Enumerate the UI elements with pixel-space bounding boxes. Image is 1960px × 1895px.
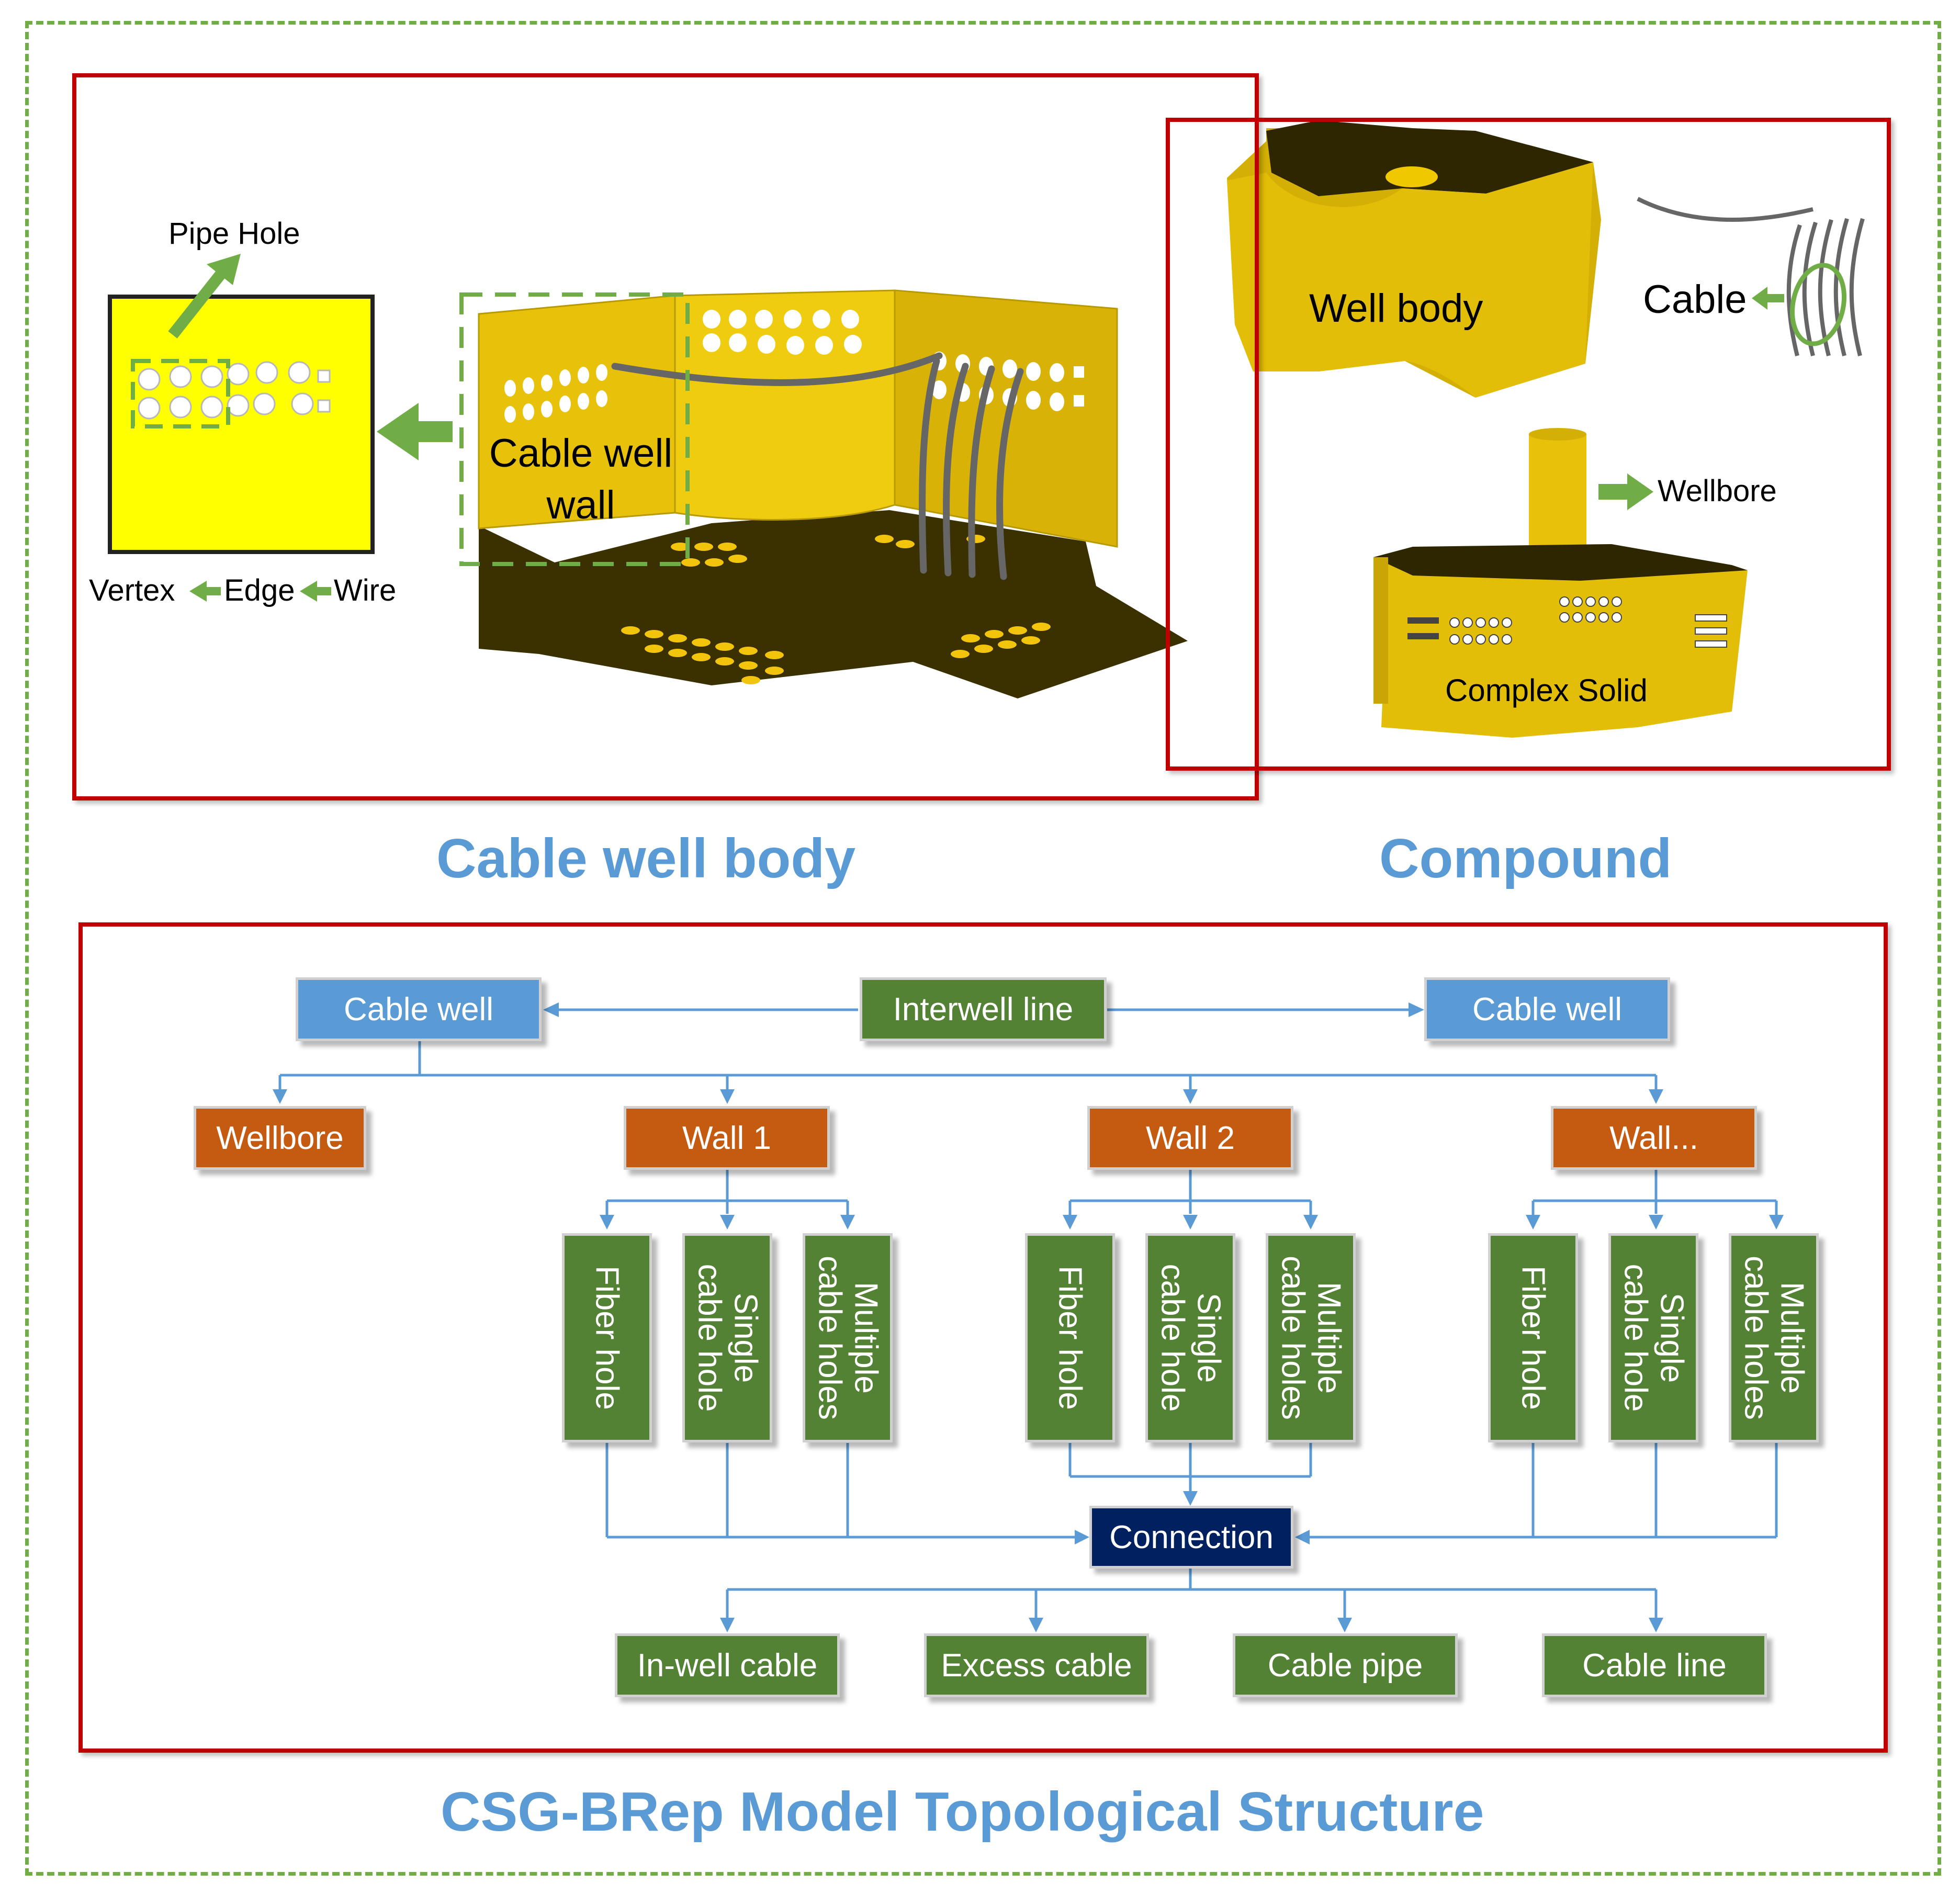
wall-face-illustration [108, 295, 375, 554]
cable-well-scene [459, 289, 1188, 698]
wall-2-fiber-hole-node: Fiber hole [1025, 1233, 1115, 1442]
compound-frame [1166, 118, 1891, 771]
excess-cable-node: Excess cable [924, 1633, 1149, 1697]
wall-2-multiple-cable-holes-node: Multiple cable holes [1266, 1233, 1356, 1442]
well-body-illustration [1227, 120, 1601, 398]
cable-line-node: Cable line [1542, 1633, 1767, 1697]
vertex-label: Vertex [89, 573, 175, 607]
single-cable-hole-label: Single cable hole [691, 1264, 764, 1412]
wall-1-multiple-cable-holes-node: Multiple cable holes [803, 1233, 893, 1442]
topology-frame [78, 922, 1888, 1753]
multiple-cable-holes-label: Multiple cable holes [1275, 1256, 1347, 1420]
interwell-line-node: Interwell line [860, 977, 1107, 1041]
cable-well-left-node: Cable well [296, 977, 542, 1041]
wall-more-node: Wall... [1551, 1106, 1757, 1170]
wall-1-single-cable-hole-node: Single cable hole [682, 1233, 772, 1442]
topology-connectors [278, 1008, 1778, 1619]
complex-solid-illustration [1373, 428, 1748, 738]
wall-more-single-cable-hole-node: Single cable hole [1608, 1233, 1698, 1442]
outer-dashed-frame [25, 21, 1941, 1876]
fiber-hole-label: Fiber hole [589, 1266, 625, 1410]
cable-illustration [1637, 197, 1865, 356]
fiber-hole-label: Fiber hole [1052, 1266, 1088, 1410]
single-cable-hole-label: Single cable hole [1154, 1264, 1227, 1412]
well-body-label: Well body [1309, 286, 1483, 331]
cable-well-wall-label: Cable well wall [489, 431, 673, 527]
wall-2-single-cable-hole-node: Single cable hole [1145, 1233, 1235, 1442]
multiple-cable-holes-label: Multiple cable holes [812, 1256, 884, 1420]
cable-pipe-node: Cable pipe [1233, 1633, 1458, 1697]
edge-label: Edge [224, 573, 295, 607]
multiple-cable-holes-label: Multiple cable holes [1738, 1256, 1810, 1420]
pipe-hole-label: Pipe Hole [168, 217, 300, 251]
compound-title: Compound [1379, 828, 1672, 889]
wall-more-fiber-hole-node: Fiber hole [1488, 1233, 1578, 1442]
cable-label: Cable [1643, 277, 1747, 322]
single-cable-hole-label: Single cable hole [1617, 1264, 1690, 1412]
wire-label: Wire [334, 573, 397, 607]
connection-node: Connection [1089, 1506, 1293, 1569]
wellbore-node: Wellbore [194, 1106, 366, 1170]
fiber-hole-label: Fiber hole [1515, 1266, 1551, 1410]
cable-well-body-title: Cable well body [436, 828, 856, 889]
in-well-cable-node: In-well cable [615, 1633, 840, 1697]
wall-1-fiber-hole-node: Fiber hole [562, 1233, 652, 1442]
cable-well-right-node: Cable well [1424, 977, 1670, 1041]
wellbore-label: Wellbore [1658, 474, 1777, 508]
wall-2-node: Wall 2 [1087, 1106, 1293, 1170]
wall-1-node: Wall 1 [624, 1106, 830, 1170]
complex-solid-label: Complex Solid [1445, 673, 1648, 708]
topology-arrowheads [273, 1002, 1784, 1632]
topology-title: CSG-BRep Model Topological Structure [441, 1781, 1484, 1843]
wall-more-multiple-cable-holes-node: Multiple cable holes [1729, 1233, 1819, 1442]
cable-well-body-frame [72, 73, 1259, 800]
